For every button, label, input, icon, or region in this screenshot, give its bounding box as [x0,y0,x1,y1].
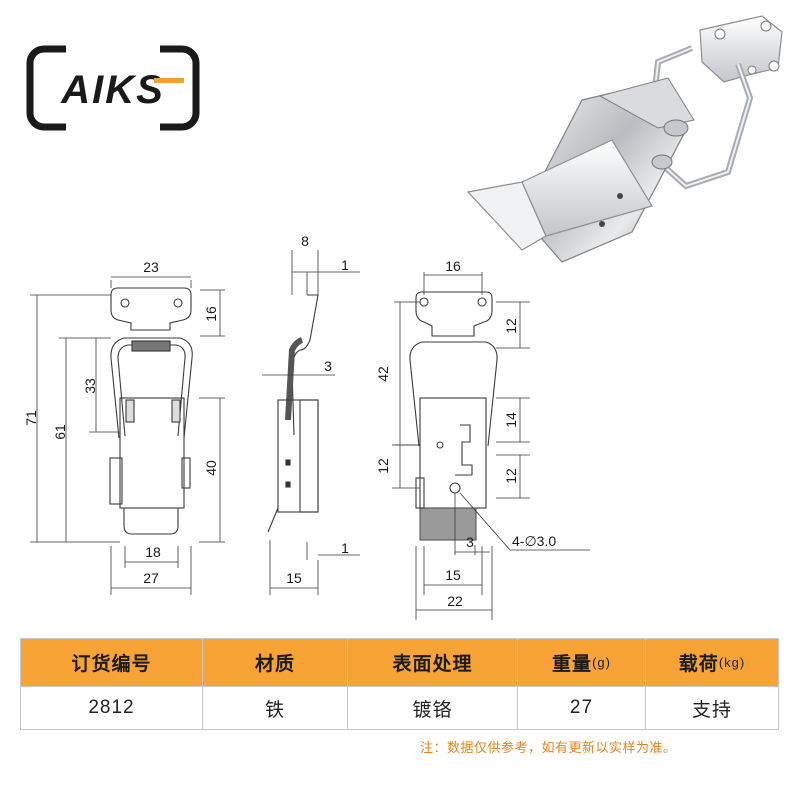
dim-front-40: 40 [203,460,219,476]
header-order-no: 订货编号 [21,639,203,687]
header-weight: 重量(g) [518,639,646,687]
logo-text: AIKS [60,68,165,112]
dim-back-14: 14 [503,412,519,428]
disclaimer-note: 注：数据仅供参考，如有更新以实样为准。 [420,740,677,755]
dim-back-3: 3 [466,534,474,550]
hole-spec-label: 4-∅3.0 [512,533,556,549]
value-load: 支持 [646,687,778,729]
product-image [462,10,792,268]
dim-back-22: 22 [447,593,463,609]
value-material: 铁 [203,687,348,729]
dim-side-1-top: 1 [341,257,349,273]
dim-side-3: 3 [324,358,332,374]
header-material: 材质 [203,639,348,687]
dim-back-12-top: 12 [503,318,519,334]
value-weight: 27 [518,687,646,729]
brand-logo: AIKS [26,45,200,131]
dim-front-27: 27 [143,570,159,586]
dim-front-total-height: 71 [23,410,39,426]
dim-back-16: 16 [445,258,461,274]
dim-back-12-left: 12 [375,458,391,474]
dim-side-1-bottom: 1 [341,540,349,556]
dim-back-42: 42 [375,366,391,382]
value-order-no: 2812 [21,687,203,729]
value-surface-treatment: 镀铬 [348,687,518,729]
technical-drawing: 23 16 71 61 33 40 18 27 8 1 3 1 15 16 12… [0,233,800,630]
spec-table: 订货编号 材质 表面处理 重量(g) 载荷(kg) 2812 铁 镀铬 27 支… [20,638,779,730]
dim-side-8: 8 [301,233,309,249]
dim-side-15: 15 [286,570,302,586]
dim-front-33: 33 [82,378,98,394]
dim-back-12-right: 12 [503,468,519,484]
header-load: 载荷(kg) [646,639,778,687]
dim-front-plate-height: 16 [203,306,219,322]
header-surface-treatment: 表面处理 [348,639,518,687]
dim-front-width-top: 23 [143,259,159,275]
dim-front-61: 61 [52,424,68,440]
dim-front-18: 18 [145,544,161,560]
dim-back-15: 15 [445,567,461,583]
